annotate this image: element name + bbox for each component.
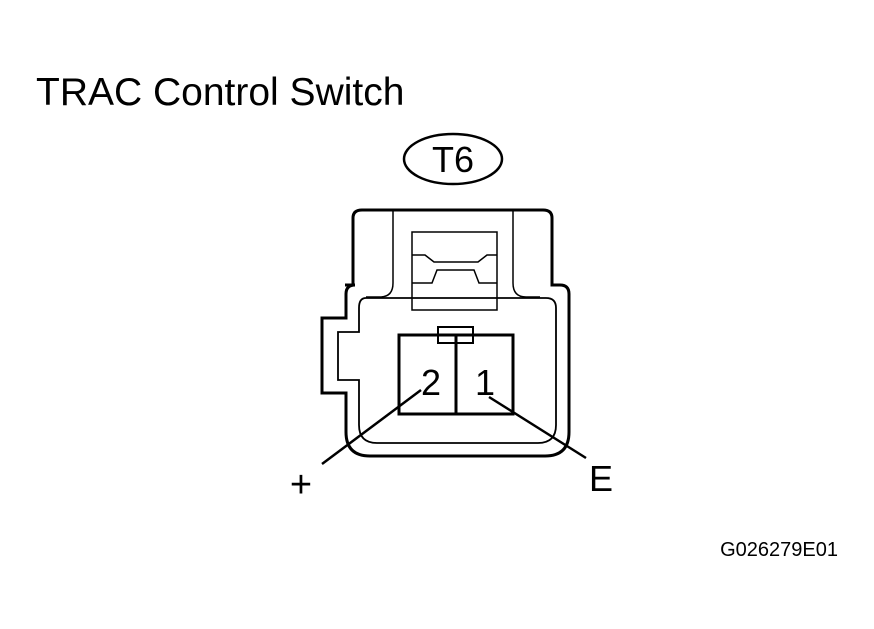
- latch-frame: [366, 210, 394, 298]
- leader-line-e: [488, 395, 587, 460]
- lock-housing-outer: [320, 208, 571, 458]
- terminal-cavity-right: [454, 333, 515, 416]
- latch-window: [411, 231, 498, 311]
- pin-number-1: 1: [475, 362, 495, 403]
- latch-frame-right: [512, 210, 540, 298]
- connector-id-ellipse: [402, 132, 504, 186]
- leader-line-plus: [321, 388, 422, 466]
- latch-tab-lower: [412, 269, 497, 284]
- latch-tab: [412, 254, 497, 263]
- figure-code: G026279E01: [720, 539, 838, 561]
- terminal-label-plus: +: [290, 464, 312, 506]
- body-inner: [337, 297, 557, 444]
- connector-id: T6: [432, 139, 474, 180]
- diagram-title: TRAC Control Switch: [36, 71, 404, 114]
- pin-number-2: 2: [421, 362, 441, 403]
- connector-housing: [320, 208, 571, 458]
- terminal-label-e: E: [589, 458, 613, 499]
